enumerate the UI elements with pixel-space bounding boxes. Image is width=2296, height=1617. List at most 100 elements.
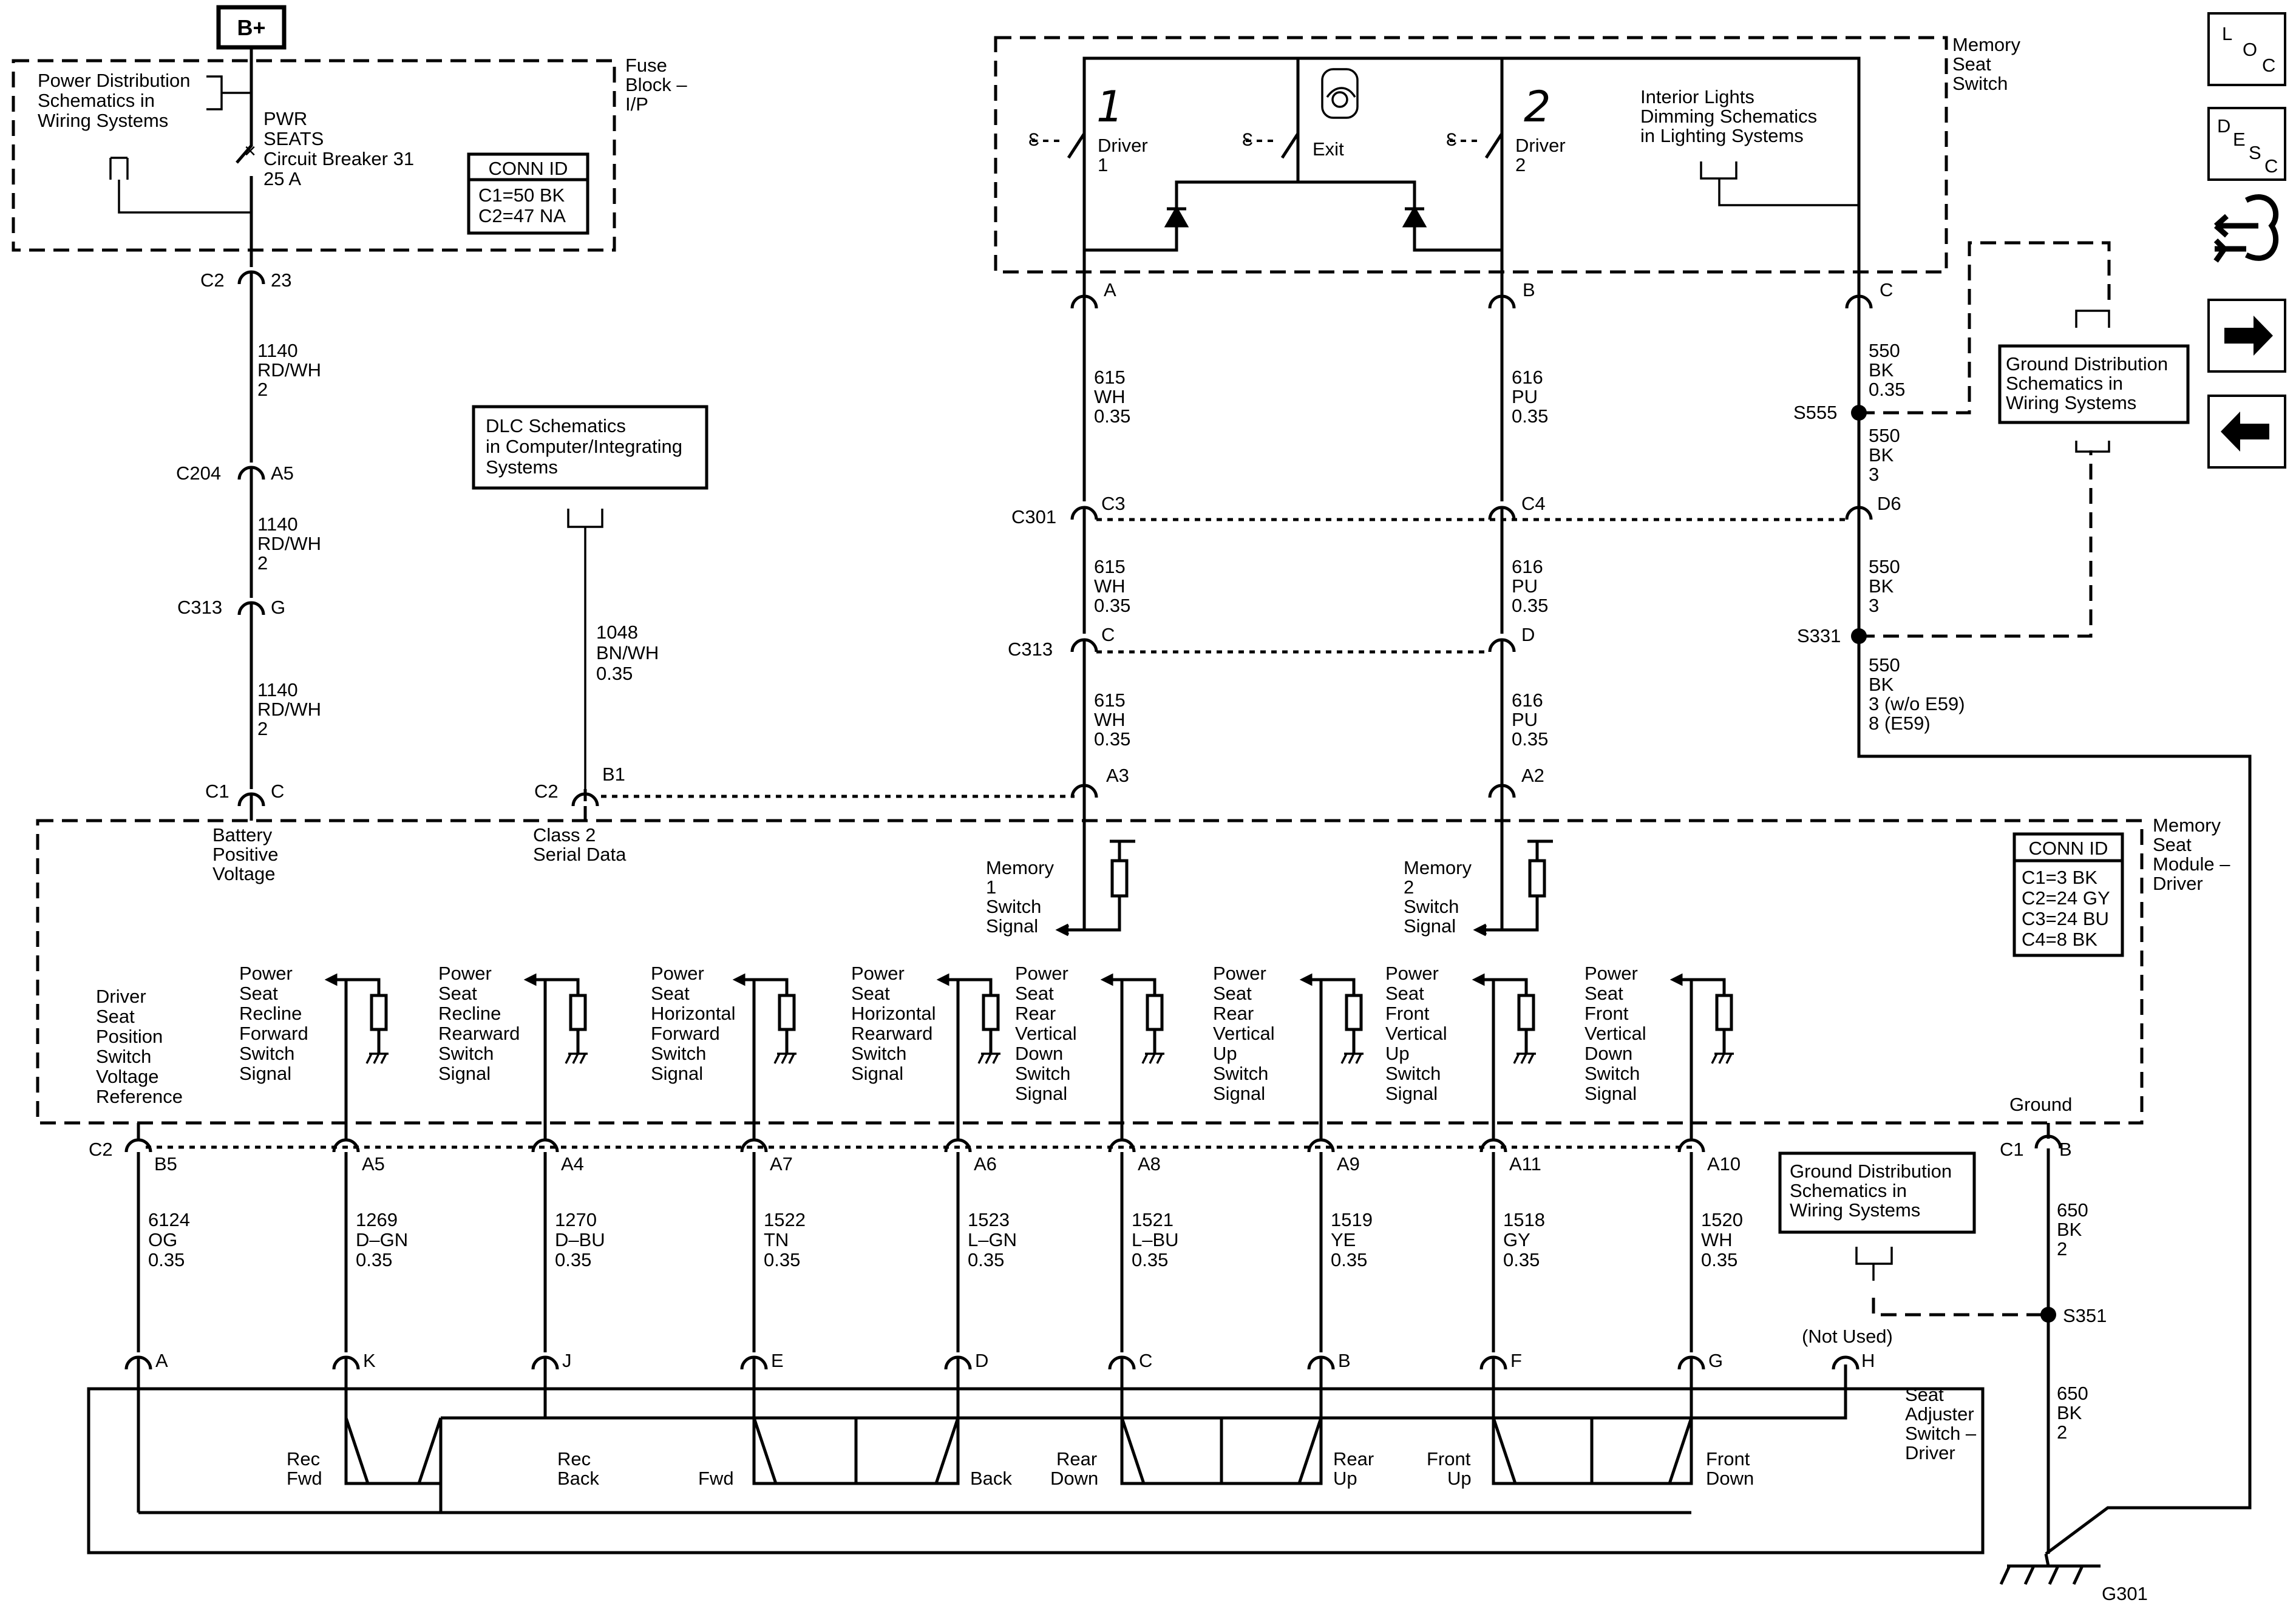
c313-pin: G [271,597,285,618]
wire-615-b-1: 615 [1094,556,1126,577]
wire-1048-2: BN/WH [596,642,659,663]
rec-fwd-1: Rec [287,1448,320,1470]
wire-615-c-2: WH [1094,709,1126,730]
loc-letter-o: O [2243,39,2257,60]
wire-1140-c-1: 1140 [257,679,298,700]
wire-550-d-1: 550 [1869,654,1900,676]
signal-column: PowerSeatReclineRearwardSwitchSignalA412… [438,963,605,1418]
previous-page-icon[interactable] [2207,395,2286,469]
signal-label-line: Seat [239,983,278,1004]
ground-ref-2: Schematics in [2006,373,2123,394]
pds-ref-line-2: Schematics in [38,90,155,111]
breaker-line-1: PWR [263,108,307,129]
memory2-label-3: Switch [1404,896,1459,917]
wire-label-line: OG [148,1229,177,1250]
desc-icon[interactable]: D E S C [2207,107,2286,181]
switch-pin-label: C [1139,1350,1152,1371]
lower-ground-ref-1: Ground Distribution [1790,1161,1952,1182]
switch-pin-label: J [562,1350,572,1371]
wire-550-c-1: 550 [1869,556,1900,577]
module-title-3: Module – [2153,853,2230,875]
module-pin-label: B5 [154,1153,177,1175]
dlc-module-label-2: Serial Data [533,844,627,865]
signal-label-line: Rearward [438,1023,520,1044]
signal-label-line: Switch [96,1046,151,1067]
wire-616-a-2: PU [1512,386,1538,407]
signal-column: PowerSeatFrontVerticalUpSwitchSignalA111… [1385,963,1545,1418]
dlc-ref-3: Systems [486,456,558,478]
s555-label: S555 [1793,402,1837,423]
signal-label-line: Front [1385,1003,1430,1024]
module-title-2: Seat [2153,834,2192,855]
wire-1140-a-1: 1140 [257,340,298,361]
wire-label-line: TN [764,1229,789,1250]
wire-650-b-1: 650 [2057,1383,2088,1404]
wire-550-b-3: 3 [1869,464,1879,485]
signal-label-line: Switch [1213,1063,1268,1084]
rec-fwd-2: Fwd [287,1468,322,1489]
c301-pin-c4: C4 [1521,493,1546,514]
loc-icon[interactable]: L O C [2207,12,2286,86]
ground-ref-3: Wiring Systems [2006,392,2136,413]
wire-615-b-2: WH [1094,575,1126,597]
dlc-ref-2: in Computer/Integrating [486,436,682,457]
module-conn-row-3: C3=24 BU [2022,908,2109,929]
wire-550-d-2: BK [1869,674,1894,695]
wire-label-line: 1269 [356,1209,398,1230]
signal-label-line: Seat [851,983,890,1004]
next-page-icon[interactable] [2207,299,2286,373]
wire-615-b-3: 0.35 [1094,595,1130,616]
signal-column: PowerSeatReclineForwardSwitchSignalA5126… [239,963,408,1418]
signal-label-line: Power [438,963,492,984]
front-down-1: Front [1706,1448,1750,1470]
wire-650-b-3: 2 [2057,1422,2067,1443]
memory2-circuit: 616 PU 0.35 C4 616 PU 0.35 D 616 PU 0.35… [1404,308,1553,937]
module-pin-label: A7 [770,1153,793,1175]
module-pin-a2: A2 [1521,765,1544,786]
wire-label-line: 1521 [1132,1209,1173,1230]
module-pin-label: A5 [362,1153,385,1175]
fwd-label: Fwd [698,1468,734,1489]
wire-650-a-3: 2 [2057,1238,2067,1259]
signal-column: PowerSeatHorizontalForwardSwitchSignalA7… [651,963,806,1418]
wire-616-b-3: 0.35 [1512,595,1548,616]
dlc-pin: B1 [602,764,625,785]
battery-terminal: B+ [216,5,287,72]
tools-icon[interactable] [2213,194,2279,263]
signal-label-line: Switch [851,1043,906,1064]
memory1-circuit: 615 WH 0.35 C301 C3 615 WH 0.35 C313 C 6… [986,308,1135,937]
wire-616-a-1: 616 [1512,367,1543,388]
signal-label-line: Signal [438,1063,491,1084]
rear-down-2: Down [1050,1468,1098,1489]
wire-550-a-3: 0.35 [1869,379,1905,400]
wire-1140-c-2: RD/WH [257,699,321,720]
c2-connector: C2 [200,270,225,291]
signal-column: PowerSeatFrontVerticalDownSwitchSignalA1… [1584,963,1743,1418]
g301-label: G301 [2102,1583,2148,1604]
wire-label-line: 0.35 [764,1249,800,1270]
exit-label: Exit [1313,138,1344,160]
signal-label-line: Up [1213,1043,1237,1064]
signal-column: PowerSeatHorizontalRearwardSwitchSignalA… [851,963,1017,1418]
fuse-conn-row-1: C1=50 BK [478,185,565,206]
switch-pin-h: H [1861,1350,1875,1371]
memory1-label-3: Switch [986,896,1041,917]
signal-label-line: Switch [1385,1063,1441,1084]
c301-pin-c3: C3 [1101,493,1126,514]
signal-label-line: Recline [438,1003,501,1024]
wire-label-line: D–GN [356,1229,408,1250]
switch-pin-a: A [1104,279,1116,300]
pds-ref-line-1: Power Distribution [38,70,191,91]
signal-label-line: Vertical [1015,1023,1077,1044]
switch-pin-label: D [975,1350,988,1371]
memory1-label-1: Memory [986,857,1054,878]
memory-switch-title-1: Memory [1952,34,2020,55]
module-conn-row-1: C1=3 BK [2022,867,2097,888]
interior-ref-1: Interior Lights [1640,86,1754,107]
wire-550-b-2: BK [1869,444,1894,466]
wire-615-a-3: 0.35 [1094,405,1130,427]
module-conn-row-4: C4=8 BK [2022,929,2097,950]
breaker-line-2: SEATS [263,128,324,149]
signal-label-line: Voltage [96,1066,158,1087]
wire-550-d-4: 8 (E59) [1869,713,1931,734]
